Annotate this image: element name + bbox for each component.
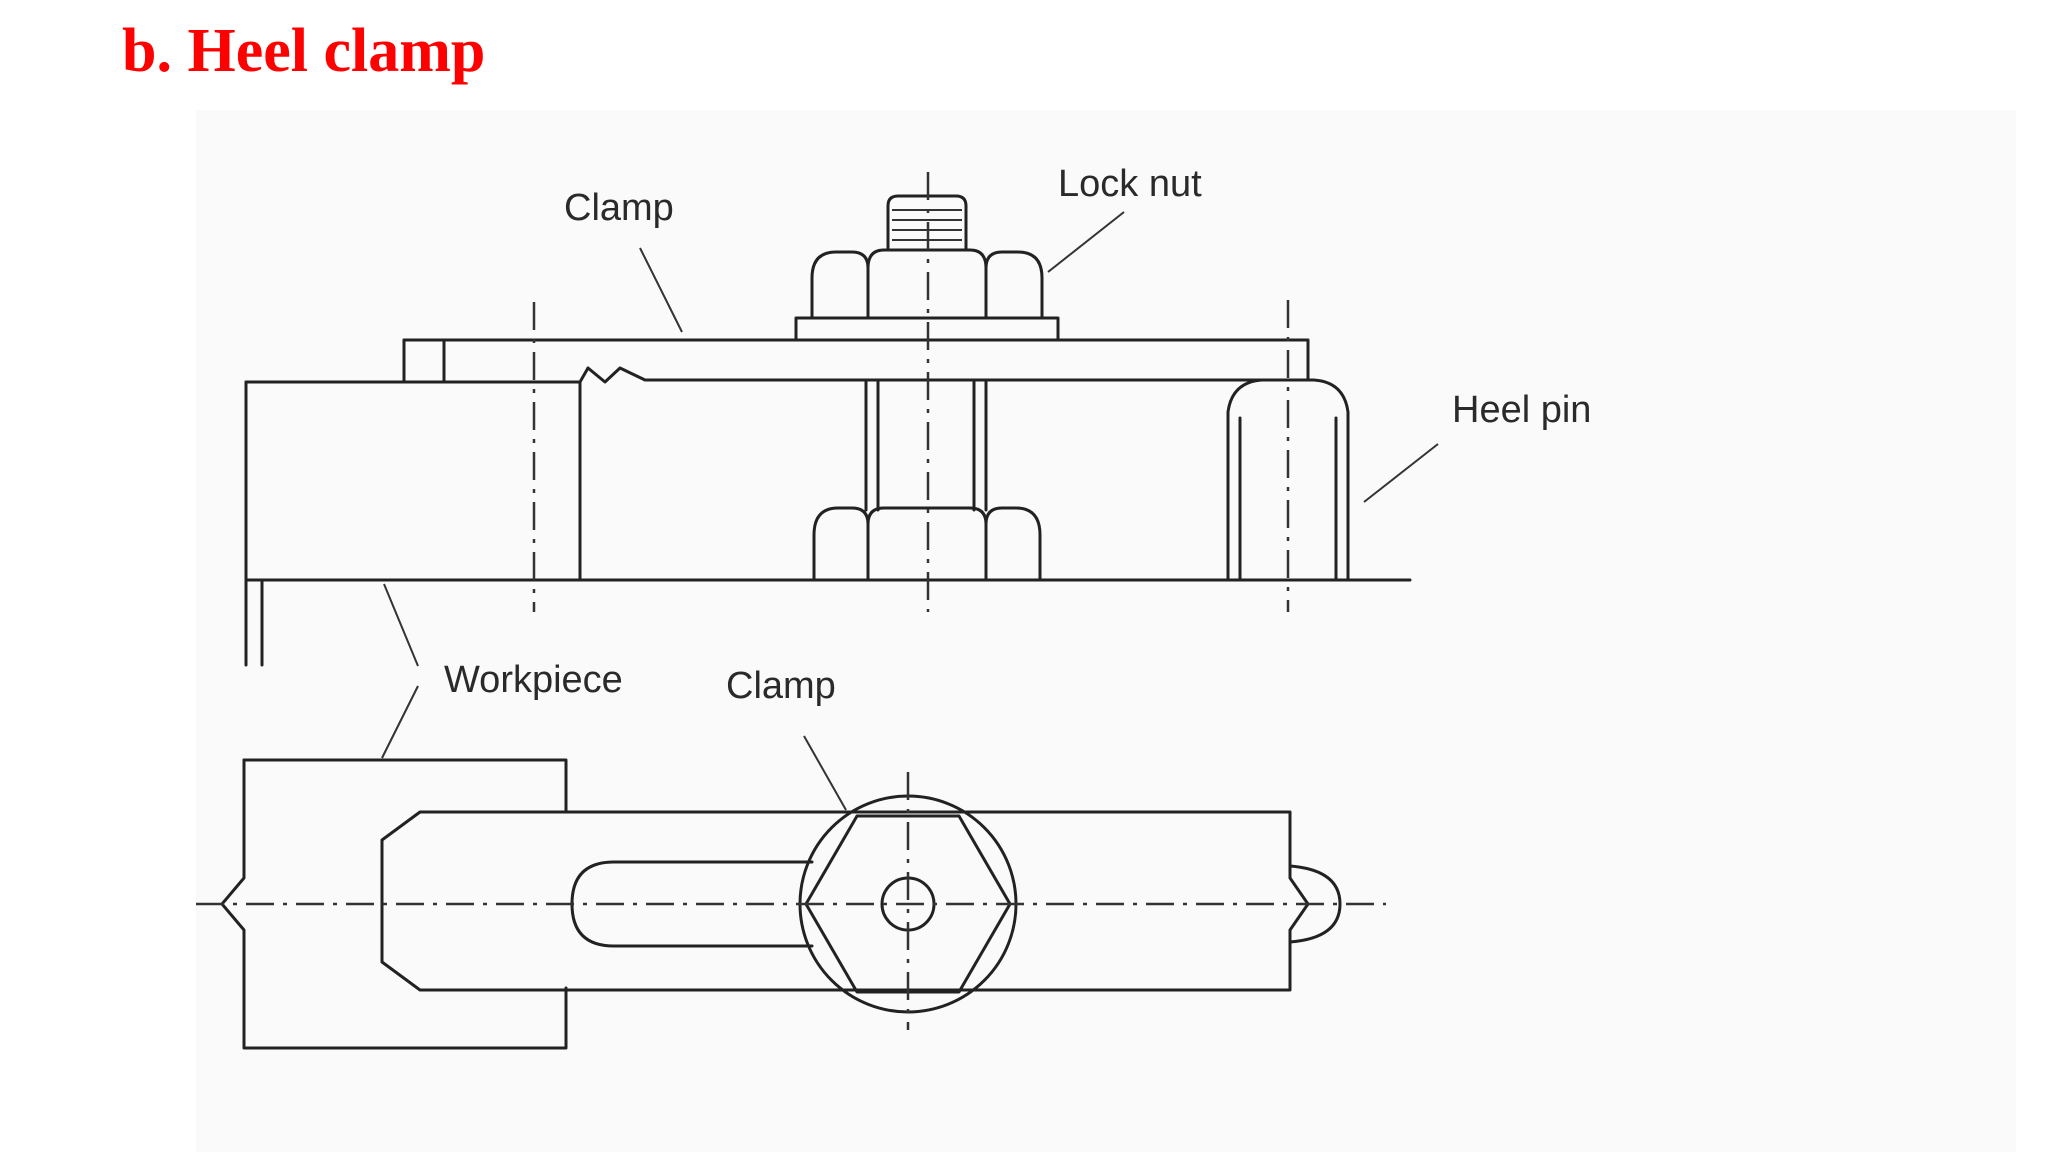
label-heel-pin: Heel pin <box>1452 389 1591 431</box>
leader-heel-pin <box>1363 443 1439 503</box>
clamp-bar-elevation <box>402 338 1310 582</box>
plan-view <box>196 758 1386 1050</box>
elevation-view <box>244 172 1412 667</box>
lock-nut-elevation <box>794 194 1060 342</box>
stud-elevation <box>864 380 988 512</box>
leader-lock-nut <box>1047 211 1125 273</box>
label-workpiece: Workpiece <box>444 659 623 701</box>
slide-title: b. Heel clamp <box>122 17 486 85</box>
label-lock-nut: Lock nut <box>1058 163 1202 205</box>
heel-pin-elevation <box>1226 378 1350 582</box>
workpiece-plan <box>220 758 568 1050</box>
leader-clamp-top <box>639 247 683 333</box>
leader-workpiece-1 <box>383 583 419 667</box>
leader-workpiece-2 <box>381 685 419 759</box>
label-clamp-bottom: Clamp <box>726 665 836 707</box>
workpiece-elevation <box>244 380 1412 667</box>
clamp-bar-plan <box>380 810 1342 992</box>
bottom-nut-elevation <box>812 506 1042 582</box>
leader-clamp-bottom <box>803 735 847 811</box>
leader-lines <box>381 211 1439 811</box>
label-clamp-top: Clamp <box>564 187 674 229</box>
drawing-background <box>196 110 2016 1152</box>
